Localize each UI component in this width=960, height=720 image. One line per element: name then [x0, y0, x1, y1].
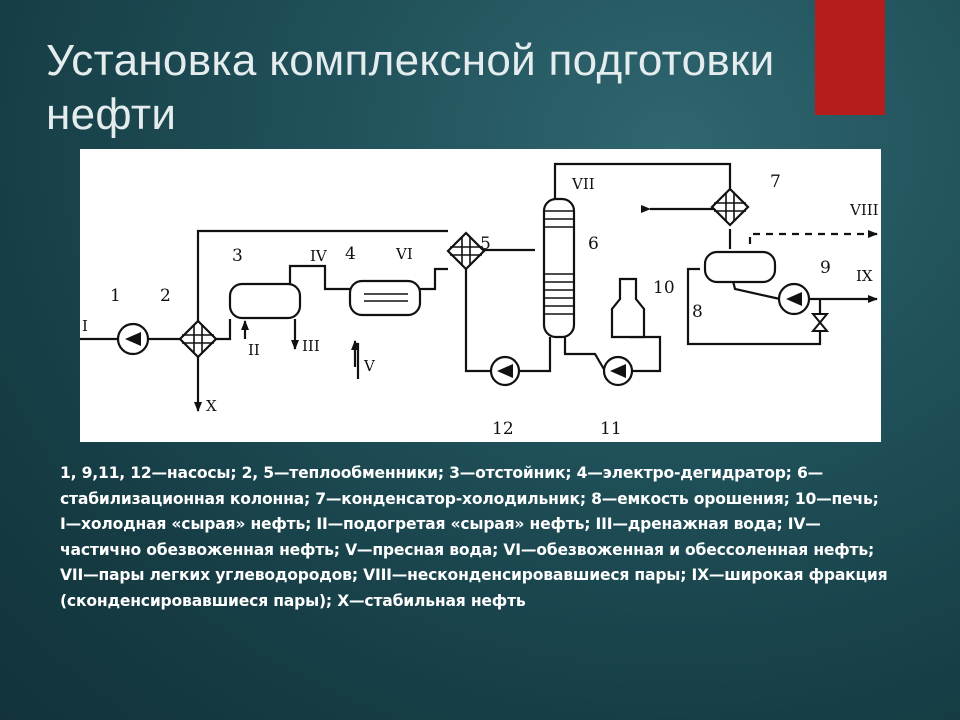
label-dehydrator-4: 4 — [345, 244, 356, 264]
label-stream-I: I — [82, 317, 88, 335]
label-stream-IV: IV — [310, 247, 328, 265]
label-hx-5: 5 — [480, 234, 491, 254]
settler-3-icon — [228, 282, 302, 320]
pipe-settler-to-dehydrator — [288, 264, 350, 291]
label-stream-VI: VI — [395, 245, 413, 263]
label-furnace-10: 10 — [653, 278, 675, 298]
pipe-pump11-to-furnace — [628, 335, 662, 373]
pipe-hx2-to-settler — [216, 319, 232, 341]
pump-11-triangle-icon — [610, 364, 626, 378]
heat-exchanger-2-icon — [178, 319, 218, 359]
label-settler-3: 3 — [232, 246, 243, 266]
valve-icon — [810, 313, 830, 332]
pipe-stream-VIII — [748, 230, 878, 244]
electro-dehydrator-4-icon — [348, 279, 422, 317]
label-stream-X: X — [206, 397, 217, 415]
condenser-7-icon — [710, 187, 750, 227]
process-flow-svg: 1 2 3 4 5 6 7 8 9 10 11 12 I II III IV V… — [80, 162, 879, 439]
pipe-hx5-down-to-pump12 — [464, 267, 495, 373]
furnace-10-icon — [610, 277, 646, 339]
pump-9-triangle-icon — [786, 292, 802, 306]
pump-1-triangle-icon — [125, 332, 141, 346]
diagram-caption: 1, 9,11, 12—насосы; 2, 5—теплообменники;… — [60, 461, 900, 614]
process-flow-diagram: 1 2 3 4 5 6 7 8 9 10 11 12 I II III IV V… — [80, 149, 881, 442]
heat-exchanger-5-icon — [446, 231, 486, 271]
pipe-hx2-top-loop — [196, 229, 448, 321]
pipe-dehydrator-to-hx5 — [420, 267, 448, 291]
label-hx-2: 2 — [160, 286, 171, 306]
accent-tab — [815, 0, 885, 115]
label-column-6: 6 — [588, 234, 599, 254]
pump-12-triangle-icon — [497, 364, 513, 378]
pipe-column-top-vapour — [553, 162, 732, 199]
label-condenser-7: 7 — [770, 172, 781, 192]
label-stream-IX: IX — [856, 267, 873, 285]
stabilization-column-6-icon — [542, 197, 576, 339]
label-vessel-8: 8 — [692, 302, 703, 322]
label-stream-VII: VII — [571, 175, 595, 193]
label-pump-12: 12 — [492, 419, 514, 439]
label-stream-V: V — [363, 357, 376, 375]
pipe-pump12-to-column — [515, 337, 552, 373]
label-stream-VIII: VIII — [849, 201, 879, 219]
label-pump-11: 11 — [600, 419, 622, 439]
stream-legend: I—холодная «сырая» нефть; II—подогретая … — [60, 515, 888, 610]
label-pump-9: 9 — [820, 258, 831, 278]
slide-title: Установка комплексной подготовки нефти — [46, 36, 775, 139]
equipment-legend: 1, 9,11, 12—насосы; 2, 5—теплообменники;… — [60, 464, 879, 508]
label-stream-III: III — [302, 337, 320, 355]
reflux-vessel-8-icon — [703, 250, 777, 284]
label-pump-1: 1 — [110, 286, 121, 306]
pipe-column-to-pump11 — [563, 337, 606, 372]
label-stream-II: II — [248, 341, 260, 359]
